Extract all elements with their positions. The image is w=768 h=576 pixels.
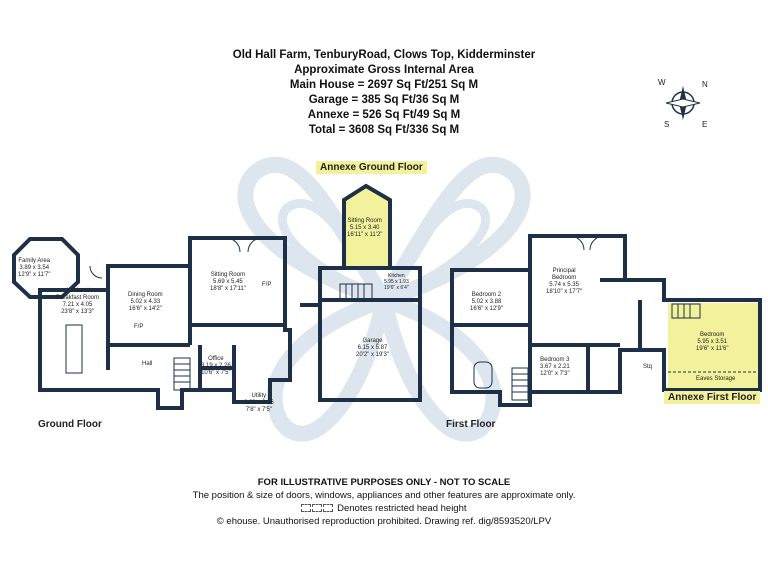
room-annexe-kitchen: Kitchen 5.95 x 1.93 19'6" x 6'4"	[384, 273, 409, 291]
room-utility: Utility 2.33 x 2.26 7'8" x 7'5"	[244, 393, 274, 413]
annexe-first-area	[668, 303, 760, 388]
disclaimer-heading: FOR ILLUSTRATIVE PURPOSES ONLY - NOT TO …	[257, 477, 511, 488]
compass-east: E	[702, 120, 708, 129]
first-floor-walls	[450, 234, 762, 407]
main-house-area: Main House = 2697 Sq Ft/251 Sq M	[289, 79, 479, 91]
first-floor-label: First Floor	[446, 419, 496, 430]
room-storage: Stq	[643, 364, 653, 370]
copyright-text: © ehouse. Unauthorised reproduction proh…	[216, 516, 552, 527]
plan-header: Old Hall Farm, TenburyRoad, Clows Top, K…	[184, 48, 584, 138]
room-annexe-sitting: Sitting Room 5.15 x 3.40 16'11" x 11'2"	[347, 218, 383, 238]
bath	[473, 361, 493, 389]
room-kitchen: Kitchen/ Breakfast Room 7.21 x 4.05 23'8…	[56, 288, 100, 315]
annexe-ground-floor-label: Annexe Ground Floor	[316, 161, 427, 174]
kitchen-island	[65, 324, 83, 374]
property-address: Old Hall Farm, TenburyRoad, Clows Top, K…	[232, 49, 536, 61]
total-area: Total = 3608 Sq Ft/336 Sq M	[308, 124, 460, 136]
dashed-box-icon	[301, 504, 312, 513]
stairs-garage	[339, 283, 373, 301]
room-sitting: Sitting Room 5.69 x 5.45 18'8" x 17'11"	[210, 272, 246, 292]
compass-north: N	[702, 80, 708, 89]
restricted-height-text: Denotes restricted head height	[337, 503, 467, 514]
annexe-ground-area	[344, 186, 390, 268]
restricted-height-legend: Denotes restricted head height	[84, 502, 684, 515]
stairs-ground	[173, 357, 191, 391]
dashed-box-icon	[312, 504, 323, 513]
compass-south: S	[664, 120, 670, 129]
dashed-box-icon	[323, 504, 334, 513]
room-office: Office 3.19 x 2.26 10'6" x 7'5"	[201, 356, 231, 376]
annexe-area: Annexe = 526 Sq Ft/49 Sq M	[307, 109, 461, 121]
room-dining: Dining Room 5.02 x 4.33 16'6" x 14'2"	[128, 292, 163, 312]
room-annexe-bedroom: Bedroom 5.95 x 3.51 19'6" x 11'6"	[696, 332, 729, 352]
plan-footer: FOR ILLUSTRATIVE PURPOSES ONLY - NOT TO …	[84, 476, 684, 528]
room-eaves-storage: Eaves Storage	[696, 376, 736, 382]
fireplace-sitting: F/P	[262, 282, 272, 288]
stairs-first	[511, 367, 529, 401]
ground-floor-label: Ground Floor	[38, 419, 102, 430]
room-garage: Garage 6.15 x 5.87 20'2" x 19'3"	[356, 338, 389, 358]
annexe-ground-walls	[342, 183, 392, 268]
stairs-annexe	[671, 303, 701, 319]
area-heading: Approximate Gross Internal Area	[294, 64, 474, 76]
room-hall: Hall	[142, 361, 153, 367]
room-principal-bedroom: Principal Bedroom 5.74 x 5.35 18'10" x 1…	[546, 268, 583, 295]
garage-area: Garage = 385 Sq Ft/36 Sq M	[308, 94, 460, 106]
annexe-first-floor-label: Annexe First Floor	[664, 391, 761, 404]
compass-icon: W N S E	[652, 74, 714, 132]
room-family-area: Family Area 3.89 x 3.54 12'9" x 11'7"	[18, 258, 51, 278]
disclaimer-text: The position & size of doors, windows, a…	[192, 490, 576, 501]
family-area-walls	[12, 237, 80, 299]
garage-walls	[318, 266, 422, 402]
room-bedroom-3: Bedroom 3 3.67 x 2.21 12'0" x 7'3"	[540, 357, 570, 377]
compass-west: W	[658, 78, 666, 87]
fireplace-dining: F/P	[134, 324, 144, 330]
room-bedroom-2: Bedroom 2 5.02 x 3.88 16'6" x 12'9"	[470, 292, 503, 312]
